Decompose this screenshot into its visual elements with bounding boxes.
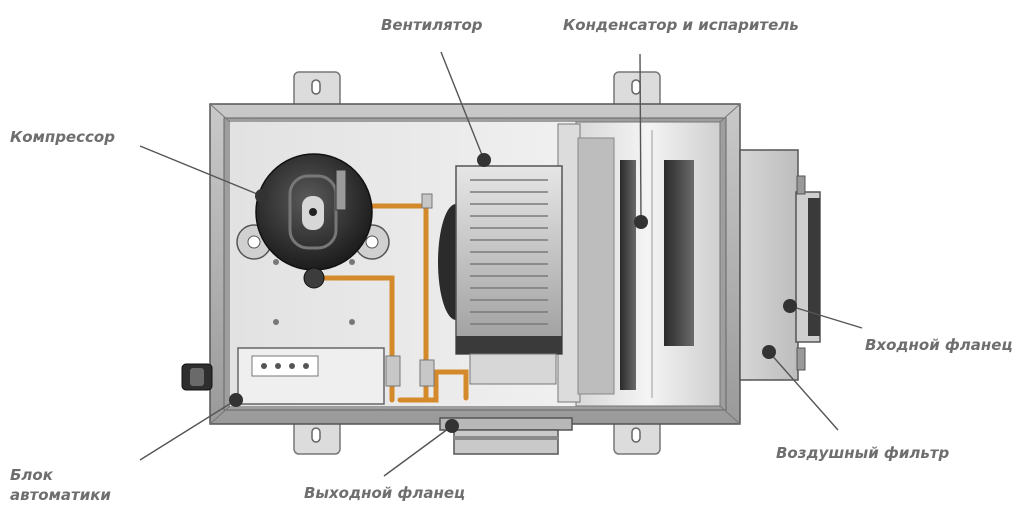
label-air-filter: Воздушный фильтр [776, 444, 950, 462]
label-condenser-evaporator: Конденсатор и испаритель [563, 16, 799, 34]
label-control-unit-line2: автоматики [10, 486, 111, 504]
label-fan: Вентилятор [381, 16, 483, 34]
leader-lines [139, 51, 863, 477]
label-control-unit-line1: Блок [10, 466, 53, 484]
mounting-brackets [293, 71, 661, 455]
heat-exchanger-icon [557, 121, 721, 407]
inlet-flange-icon [739, 149, 821, 381]
label-compressor: Компрессор [10, 128, 115, 146]
compressor-icon [236, 153, 390, 289]
outlet-flange-icon [439, 417, 573, 455]
control-box-icon [181, 347, 385, 405]
label-inlet-flange: Входной фланец [865, 336, 1013, 354]
label-outlet-flange: Выходной фланец [304, 484, 466, 502]
callout-markers [229, 153, 797, 433]
fan-icon [438, 165, 563, 385]
